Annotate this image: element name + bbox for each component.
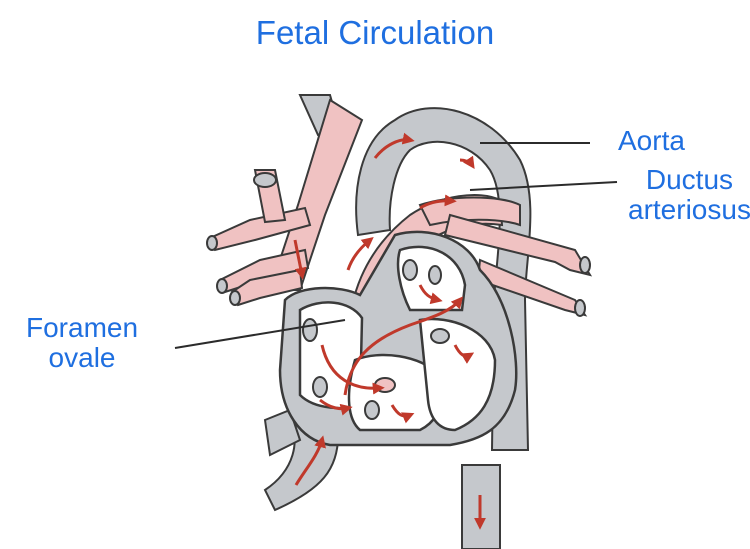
label-foramen-line1: Foramen [26,313,138,343]
opening-lv [431,329,449,343]
label-aorta: Aorta [618,126,685,156]
label-foramen-ovale: Foramen ovale [26,313,138,373]
opening-la-2 [429,266,441,284]
opening-ivc [313,377,327,397]
label-ductus-line2: arteriosus [628,195,750,225]
opening-left-1 [207,236,217,250]
opening-rv [365,401,379,419]
label-foramen-line2: ovale [26,343,138,373]
opening-svc [254,173,276,187]
opening-pa-left [575,300,585,316]
opening-left-3 [230,291,240,305]
opening-la-1 [403,260,417,280]
opening-pa-right [580,257,590,273]
label-ductus-arteriosus: Ductus arteriosus [628,165,750,225]
opening-pulm [375,378,395,392]
opening-left-2 [217,279,227,293]
label-ductus-line1: Ductus [628,165,750,195]
opening-ra [303,319,317,341]
ductus-leader [470,182,617,190]
flow-arch-2 [460,160,472,165]
